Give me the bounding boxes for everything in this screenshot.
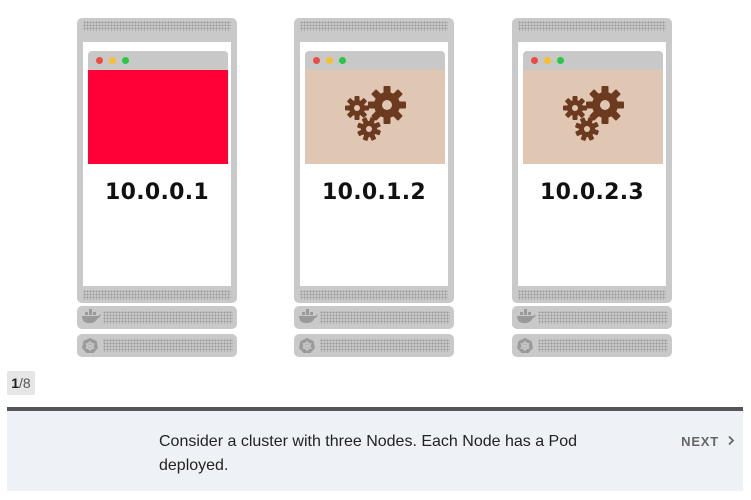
vent-grille [320, 339, 450, 352]
kubernetes-wheel-icon [298, 337, 316, 359]
docker-whale-icon [298, 309, 318, 330]
docker-whale-icon [81, 309, 101, 330]
node-ip-label: 10.0.1.2 [321, 180, 426, 205]
gears-icon [563, 86, 624, 141]
server-panel: 10.0.1.2 [300, 42, 448, 286]
window-maximize-dot [122, 57, 129, 64]
kubelet-unit [512, 334, 672, 357]
total-steps: /8 [19, 375, 31, 391]
docker-runtime-unit [294, 306, 454, 329]
server-panel: 10.0.0.1 [83, 42, 231, 286]
vent-grille [538, 311, 668, 324]
window-titlebar [523, 51, 663, 70]
vent-grille [300, 21, 448, 31]
current-step: 1 [11, 375, 20, 391]
pod-window [523, 51, 663, 164]
window-close-dot [96, 57, 103, 64]
vent-grille [538, 339, 668, 352]
server-chassis: 10.0.0.1 [77, 18, 237, 303]
window-close-dot [313, 57, 320, 64]
vent-grille [320, 311, 450, 324]
node-ip-label: 10.0.0.1 [104, 180, 209, 205]
window-minimize-dot [109, 57, 116, 64]
kubelet-unit [294, 334, 454, 357]
next-label: NEXT [681, 433, 719, 449]
window-maximize-dot [339, 57, 346, 64]
vent-grille [103, 311, 233, 324]
docker-runtime-unit [512, 306, 672, 329]
vent-grille [518, 21, 666, 31]
kubelet-unit [77, 334, 237, 357]
vent-grille [103, 339, 233, 352]
kubernetes-wheel-icon [81, 337, 99, 359]
vent-grille [300, 290, 448, 300]
pod-content [523, 70, 663, 164]
window-close-dot [531, 57, 538, 64]
docker-whale-icon [516, 309, 536, 330]
step-caption: Consider a cluster with three Nodes. Eac… [159, 433, 578, 474]
window-minimize-dot [326, 57, 333, 64]
window-titlebar [88, 51, 228, 70]
server-chassis: 10.0.2.3 [512, 18, 672, 303]
docker-runtime-unit [77, 306, 237, 329]
pod-window [305, 51, 445, 164]
server-chassis: 10.0.1.2 [294, 18, 454, 303]
pod-content [88, 70, 228, 164]
step-counter: 1/8 [7, 371, 35, 395]
vent-grille [83, 290, 231, 300]
window-maximize-dot [557, 57, 564, 64]
window-titlebar [305, 51, 445, 70]
node-ip-label: 10.0.2.3 [539, 180, 644, 205]
server-panel: 10.0.2.3 [518, 42, 666, 286]
window-minimize-dot [544, 57, 551, 64]
vent-grille [83, 21, 231, 31]
kubernetes-wheel-icon [516, 337, 534, 359]
pod-content [305, 70, 445, 164]
vent-grille [518, 290, 666, 300]
caption-bar: Consider a cluster with three Nodes. Eac… [7, 407, 743, 491]
next-button[interactable]: NEXT [681, 429, 735, 453]
gears-icon [345, 86, 406, 141]
chevron-right-icon [727, 434, 735, 449]
pod-window [88, 51, 228, 164]
